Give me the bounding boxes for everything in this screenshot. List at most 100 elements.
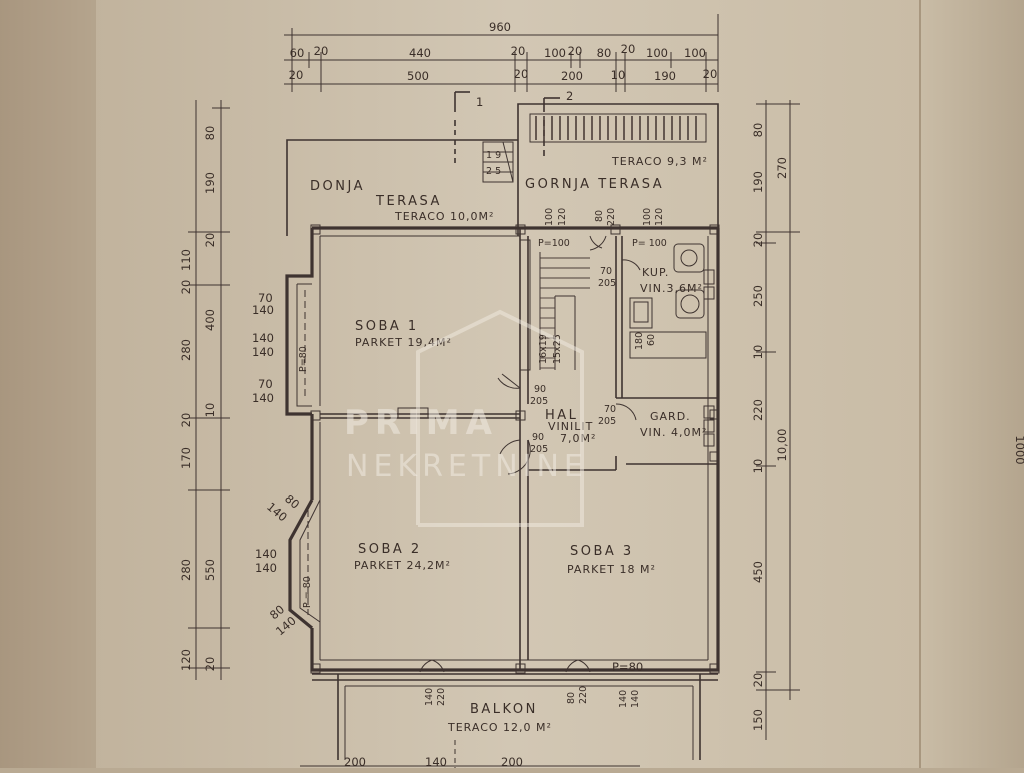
left-dims-inner: 20 400 10 550 20 <box>203 233 217 672</box>
dim-left-inner-e: 20 <box>203 657 217 672</box>
window-dim-w5-b: 140 <box>255 561 277 575</box>
room-name-hal: HAL <box>545 408 578 423</box>
dim-row2-a: 20 <box>289 68 304 82</box>
room-floor-soba2: PARKET 24,2M² <box>354 559 451 572</box>
window-dim-w2-a: 140 <box>252 331 274 345</box>
left-dims-outer: 80 190 110 20 280 20 170 280 120 <box>179 126 217 671</box>
door-dim-d2-a: 80 <box>594 210 605 222</box>
bay-window-left <box>304 290 309 615</box>
dim-right-outer-b: 10,00 <box>775 429 789 462</box>
dim-left-inner-a: 20 <box>203 233 217 248</box>
door-dim-d2-b: 220 <box>606 208 617 226</box>
dim-left-c: 110 <box>179 249 193 271</box>
room-name-kup: KUP. <box>642 266 669 279</box>
door-dim-d9-a: 80 <box>566 692 577 704</box>
dim-left-g: 170 <box>179 447 193 469</box>
dim-left-e: 280 <box>179 339 193 361</box>
dim-row2-e: 10 <box>611 68 626 82</box>
dim-left-b: 190 <box>203 172 217 194</box>
door-dim-d8-a: 140 <box>424 688 435 706</box>
dim-row1-c: 440 <box>409 46 431 60</box>
section-marker-1: 1 <box>476 95 483 109</box>
dim-row1-b: 20 <box>314 44 329 58</box>
dim-right-c: 20 <box>751 233 765 248</box>
wall-columns <box>310 224 720 674</box>
door-dim-d10-a: 140 <box>618 690 629 708</box>
dim-left-f: 20 <box>179 413 193 428</box>
exterior-wall-inner <box>296 235 709 661</box>
dim-right-e: 10 <box>751 345 765 360</box>
room-floor-kup: VIN.3,6M² <box>640 282 703 295</box>
dim-bottom-b: 140 <box>425 755 447 768</box>
dim-row1-d: 20 <box>511 44 526 58</box>
section-marker-2: 2 <box>566 89 573 103</box>
dim-row2-c: 20 <box>514 67 529 81</box>
dim-bottom-c: 200 <box>501 755 523 768</box>
dim-left-i: 120 <box>179 649 193 671</box>
dim-left-h: 280 <box>179 559 193 581</box>
dim-left-inner-c: 10 <box>203 403 217 418</box>
window-dim-w3-b: 140 <box>252 391 274 405</box>
planter-hatching <box>535 116 697 140</box>
room-name-donja-terasa: DONJA <box>310 179 365 194</box>
balcony-inner <box>344 685 694 768</box>
window-dim-w1-a: 70 <box>258 291 273 305</box>
window-height-soba3: P=80 <box>612 660 643 674</box>
terraces-outline <box>286 103 719 236</box>
room-name-gard: GARD. <box>650 410 691 423</box>
dim-row1-a: 60 <box>290 46 305 60</box>
door-dim-d5-a: 90 <box>534 384 546 395</box>
stair-dim-b: 15x25 <box>552 334 563 364</box>
room-floor-donja-terasa: TERACO 10,0M² <box>394 210 494 223</box>
window-height-left-1: P=80 <box>298 346 309 372</box>
dim-row1-g: 80 <box>597 46 612 60</box>
dim-overall-width: 960 <box>489 20 511 34</box>
dim-row2-f: 190 <box>654 69 676 83</box>
dim-right-f: 220 <box>751 399 765 421</box>
balcony-outline <box>312 673 718 760</box>
dim-left-a: 80 <box>203 126 217 141</box>
bath-dim-a: 180 <box>634 332 645 350</box>
room-floor-balkon: TERACO 12,0 M² <box>447 721 552 734</box>
door-dim-d7-b: 205 <box>530 444 548 455</box>
stair-dim-d: 2 5 <box>486 166 501 177</box>
window-height-left-2: P = 80 <box>302 576 313 608</box>
dim-right-b: 190 <box>751 171 765 193</box>
room-name-donja-terasa-2: TERASA <box>375 194 442 209</box>
watermark-line2: NEKRETNINE <box>346 449 588 484</box>
paper-edge-left <box>0 0 96 768</box>
window-dim-w1-b: 140 <box>252 303 274 317</box>
door-dimensions: 100 120 80 220 100 120 70 205 90 205 70 … <box>424 208 665 708</box>
dim-right-a: 80 <box>751 123 765 138</box>
stair-dim-c: 1 9 <box>486 150 501 161</box>
bathroom-fixtures <box>629 243 715 447</box>
door-dim-d6-a: 70 <box>604 404 616 415</box>
door-dim-d1-b: 120 <box>557 208 568 226</box>
room-name-gornja-terasa: GORNJA TERASA <box>525 177 664 192</box>
stair-treads <box>540 257 590 369</box>
dim-left-d: 20 <box>179 280 193 295</box>
dim-right-h: 450 <box>751 561 765 583</box>
upper-terrace-planter <box>529 113 707 143</box>
room-floor-gard: VIN. 4,0M² <box>640 426 707 439</box>
door-dim-d5-b: 205 <box>530 396 548 407</box>
door-dim-d8-b: 220 <box>436 688 447 706</box>
room-name-soba3: SOBA 3 <box>570 544 634 559</box>
dim-row1-f: 20 <box>568 44 583 58</box>
dim-right-outer-a: 270 <box>775 157 789 179</box>
room-area-hal: 7,0M² <box>560 432 596 445</box>
dim-row1-i: 100 <box>646 46 668 60</box>
dim-row1-h: 20 <box>621 42 636 56</box>
door-dim-d7-a: 90 <box>532 432 544 443</box>
watermark-line1: PRIMA <box>344 403 498 443</box>
window-dim-w3-a: 70 <box>258 377 273 391</box>
dim-right-d: 250 <box>751 285 765 307</box>
room-name-soba2: SOBA 2 <box>358 542 422 557</box>
room-floor-gornja-terasa: TERACO 9,3 M² <box>611 155 708 168</box>
dim-left-inner-d: 550 <box>203 559 217 581</box>
window-height-kup: P= 100 <box>632 238 667 249</box>
door-dim-d3-b: 120 <box>654 208 665 226</box>
terrace-steps <box>482 141 514 183</box>
